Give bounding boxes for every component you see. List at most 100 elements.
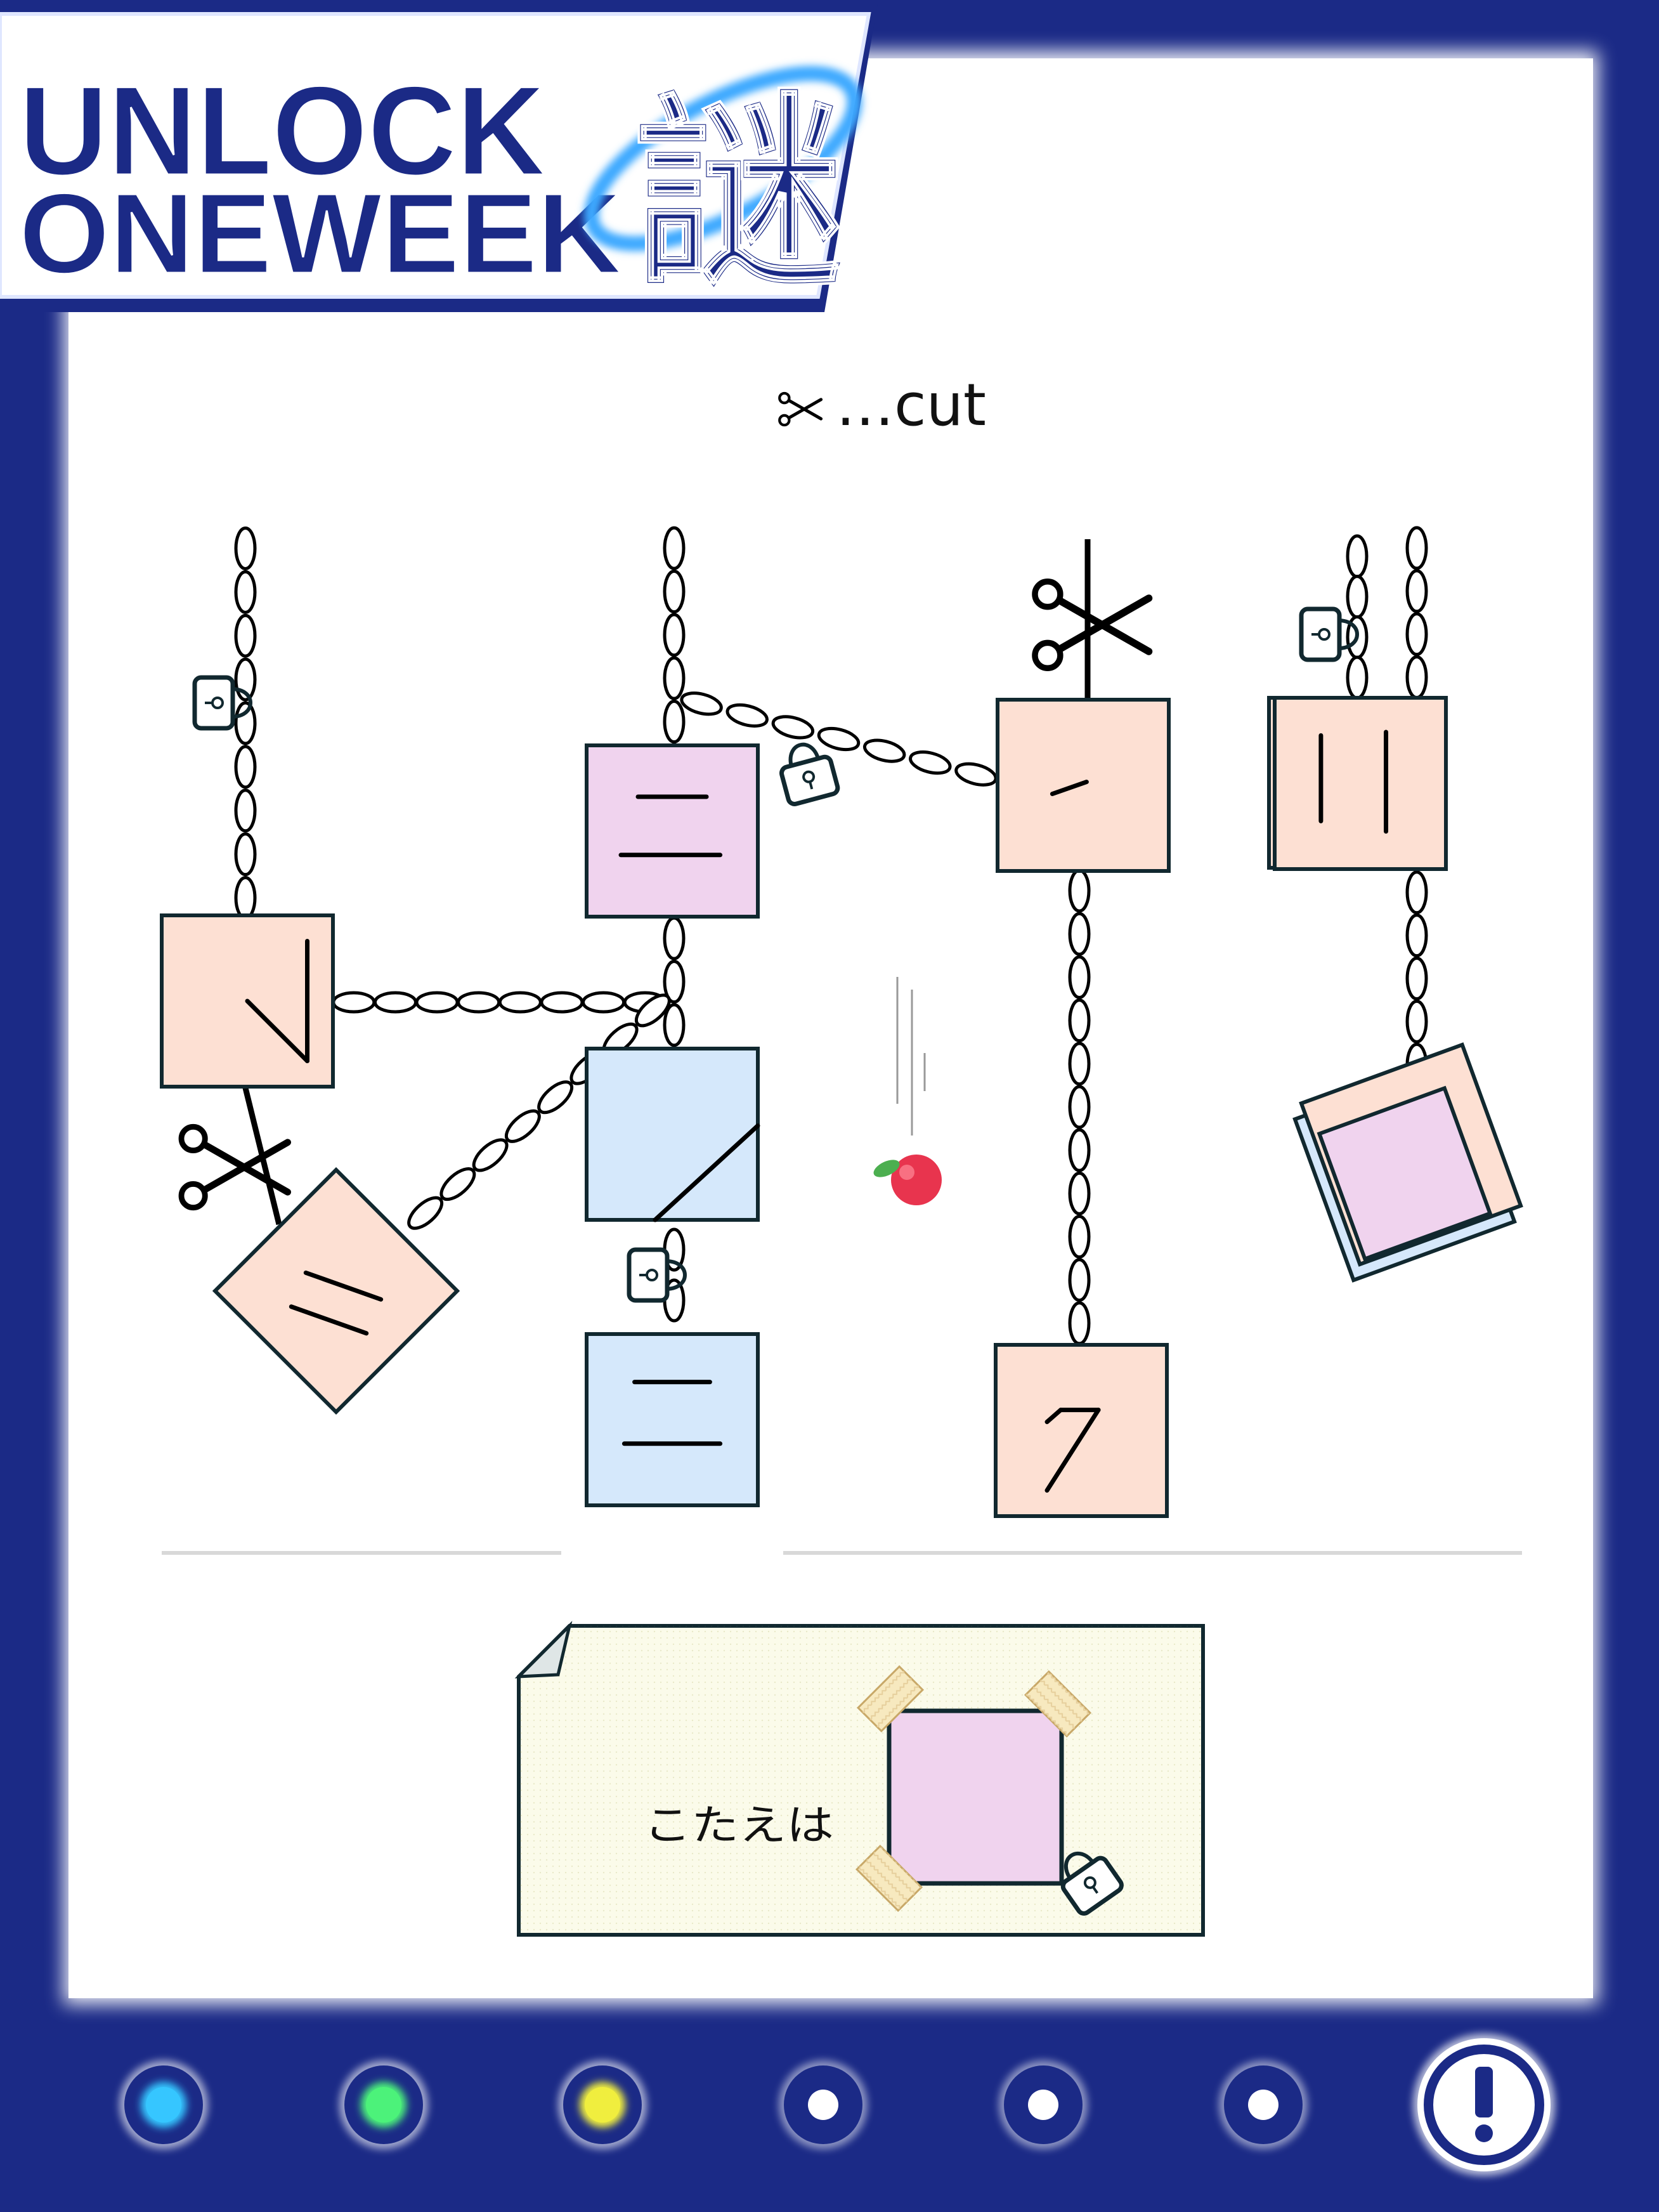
chain-link (680, 691, 723, 716)
chain-link (1068, 1301, 1091, 1345)
chain-link (498, 991, 542, 1014)
chain-link (234, 570, 257, 614)
chain-link (504, 1109, 541, 1143)
padlock-shackle (231, 687, 252, 719)
padlock-icon[interactable] (192, 675, 252, 731)
card-left-tilted-face[interactable] (212, 1167, 460, 1415)
card-far-right-double-bar-face[interactable] (1273, 696, 1448, 871)
progress-step-2[interactable] (339, 2060, 428, 2149)
chain-link (234, 701, 257, 745)
chain-link (1405, 655, 1428, 699)
chain-link (1405, 870, 1428, 915)
card-center-two-bars-face[interactable] (585, 743, 760, 919)
card-center-diagonal-face[interactable] (585, 1047, 760, 1222)
chain-link (1068, 1042, 1091, 1086)
chain-link (1068, 998, 1091, 1043)
apple-leaf (873, 1160, 900, 1177)
chain-link (234, 876, 257, 920)
chain-link (439, 1167, 476, 1201)
scissors-handle (178, 1123, 208, 1153)
exclamation-dot (1475, 2124, 1493, 2142)
chain-link (1068, 1171, 1091, 1215)
chain-link (234, 526, 257, 570)
progress-step-1[interactable] (119, 2060, 208, 2149)
apple-shine (899, 1165, 914, 1180)
progress-node-core (1028, 2090, 1058, 2120)
card-right-dash-stroke (1050, 780, 1089, 796)
chain-upper-diagonal (680, 691, 998, 787)
chain-link (817, 726, 861, 752)
chain-link (1068, 1128, 1091, 1172)
card-right-bottom-ku[interactable] (994, 1343, 1169, 1518)
chain-left-top (234, 526, 257, 920)
chain-link (1068, 868, 1091, 913)
chain-horizontal (332, 991, 667, 1014)
chain-link (1405, 957, 1428, 1000)
padlock-keyhole (808, 780, 814, 790)
card-stack-lavender[interactable] (1317, 1085, 1493, 1262)
scissors-handle (1032, 579, 1064, 610)
card-left-tilted[interactable] (212, 1167, 460, 1415)
chain-link (1405, 999, 1428, 1044)
chain-link (954, 762, 998, 787)
scissors-icon (778, 391, 823, 427)
chain-link (725, 703, 769, 728)
apple-icon[interactable] (871, 977, 942, 1205)
exclamation-icon (1475, 2067, 1493, 2117)
scissors-blade (197, 1139, 291, 1196)
padlock-icon[interactable] (776, 738, 840, 806)
chain-link (415, 991, 459, 1014)
chain-link (373, 991, 417, 1014)
padlock-icon[interactable] (1299, 606, 1359, 662)
card-left-check[interactable] (160, 913, 335, 1089)
card-center-two-bars[interactable] (585, 743, 760, 919)
tape-top-left (856, 1665, 925, 1733)
scissors-icon[interactable] (1032, 579, 1153, 671)
progress-step-7[interactable] (1413, 2034, 1555, 2176)
chain-link (663, 700, 686, 743)
card-center-diagonal[interactable] (585, 1047, 760, 1222)
chain-link (1068, 1085, 1091, 1129)
chain-link (663, 1003, 686, 1047)
chain-link (634, 993, 671, 1028)
chain-link (862, 738, 906, 763)
card-left-check-stroke (245, 998, 309, 1063)
progress-node-core (1248, 2090, 1278, 2120)
chain-link (1346, 575, 1369, 619)
chain-link (1405, 612, 1428, 657)
chain-right-long (1068, 868, 1091, 1345)
progress-step-5[interactable] (999, 2060, 1088, 2149)
answer-card[interactable] (887, 1708, 1064, 1886)
chain-link (1405, 913, 1428, 958)
padlock-shackle (1337, 618, 1359, 650)
tape-top-right (1024, 1670, 1092, 1738)
card-right-bottom-ku-stroke (1044, 1408, 1064, 1424)
card-stack-lavender-face[interactable] (1317, 1085, 1493, 1262)
padlock-shackle (788, 742, 821, 768)
chain-link (663, 613, 686, 657)
progress-step-3[interactable] (558, 2060, 647, 2149)
scissors-handle (178, 1181, 208, 1211)
progress-track (119, 2034, 1555, 2176)
overlay-layer (178, 579, 1359, 1303)
chain-link (234, 613, 257, 658)
chain-link (332, 991, 376, 1014)
padlock-icon[interactable] (627, 1247, 687, 1303)
card-far-right-double-bar[interactable] (1273, 696, 1448, 871)
legend-text: …cut (836, 371, 986, 439)
scissors-icon[interactable] (178, 1123, 291, 1211)
chain-link (1068, 912, 1091, 956)
card-right-bottom-ku-face[interactable] (994, 1343, 1169, 1518)
progress-step-6[interactable] (1219, 2060, 1308, 2149)
progress-step-4[interactable] (779, 2060, 868, 2149)
chain-link (407, 1196, 444, 1230)
chain-link (663, 656, 686, 700)
padlock-shackle (665, 1259, 687, 1291)
chain-link (1346, 534, 1369, 579)
card-right-dash[interactable] (996, 698, 1171, 873)
card-center-bottom-bars[interactable] (585, 1332, 760, 1507)
card-center-bottom-bars-face[interactable] (585, 1332, 760, 1507)
chain-link (909, 750, 952, 775)
chain-link (457, 991, 501, 1014)
answer-note: こたえは (514, 1621, 1205, 1937)
